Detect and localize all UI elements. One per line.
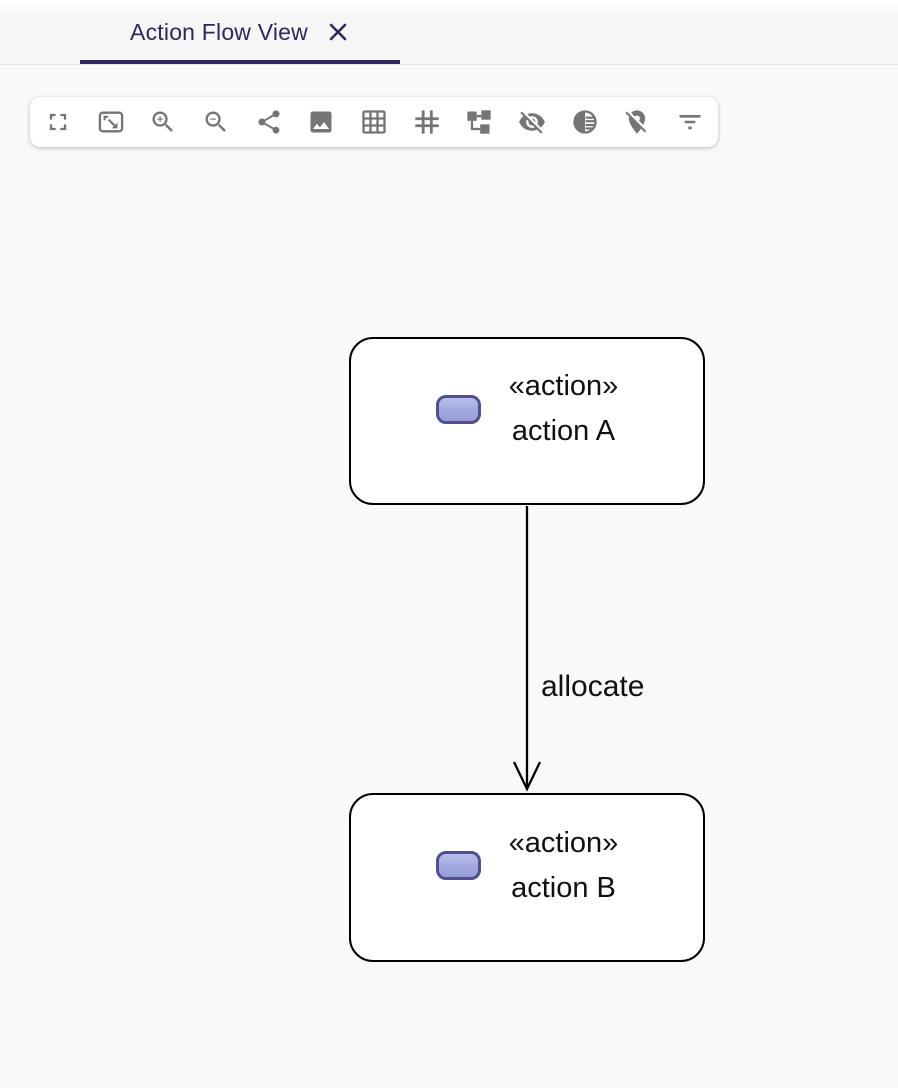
arrange-all-button[interactable] — [465, 108, 493, 136]
zoom-in-button[interactable] — [149, 108, 177, 136]
tonality-icon — [571, 108, 599, 136]
action-pill-icon — [435, 851, 481, 880]
export-image-button[interactable] — [307, 108, 335, 136]
close-icon — [326, 20, 350, 44]
grid-icon — [360, 108, 388, 136]
reveal-hidden-elements-button[interactable] — [518, 108, 546, 136]
toggle-grid-button[interactable] — [360, 108, 388, 136]
node-action-b[interactable]: «action» action B — [349, 793, 705, 962]
diagram-toolbar — [30, 97, 718, 147]
node-label: «action» action B — [509, 821, 619, 911]
active-tab-indicator — [80, 60, 400, 64]
tab-label: Action Flow View — [130, 18, 308, 45]
tab-close-button[interactable] — [326, 20, 350, 44]
node-stereotype: «action» — [508, 826, 619, 859]
zoom-out-button[interactable] — [202, 108, 230, 136]
node-name: action B — [511, 871, 616, 904]
diagram-canvas[interactable]: allocate «action» action A «action» acti… — [0, 66, 898, 1088]
fit-screen-icon — [97, 108, 125, 136]
node-stereotype: «action» — [508, 370, 619, 402]
helper-lines-button[interactable] — [413, 108, 441, 136]
fullscreen-button[interactable] — [44, 108, 72, 136]
unpin-all-elements-button[interactable] — [623, 108, 651, 136]
tab-action-flow-view[interactable]: Action Flow View — [80, 0, 400, 64]
fullscreen-icon — [44, 108, 72, 136]
hash-grid-icon — [413, 108, 441, 136]
zoom-out-icon — [202, 108, 230, 136]
share-icon — [255, 108, 283, 136]
share-button[interactable] — [255, 108, 283, 136]
pin-off-icon — [623, 108, 651, 136]
diagram-tab-bar: Action Flow View — [0, 0, 898, 65]
fit-to-screen-button[interactable] — [97, 108, 125, 136]
schema-icon — [465, 108, 493, 136]
image-icon — [307, 108, 335, 136]
edge-label-allocate[interactable]: allocate — [541, 670, 645, 703]
node-name: action A — [511, 415, 616, 447]
reveal-faded-elements-button[interactable] — [571, 108, 599, 136]
node-label: «action» action A — [509, 364, 619, 454]
action-pill-icon — [435, 394, 481, 424]
visibility-off-icon — [518, 108, 546, 136]
node-action-a[interactable]: «action» action A — [349, 337, 705, 505]
filter-icon — [676, 108, 704, 136]
edge-layer — [512, 506, 542, 792]
zoom-in-icon — [149, 108, 177, 136]
allocate-edge[interactable] — [512, 506, 542, 792]
filter-elements-button[interactable] — [676, 108, 704, 136]
